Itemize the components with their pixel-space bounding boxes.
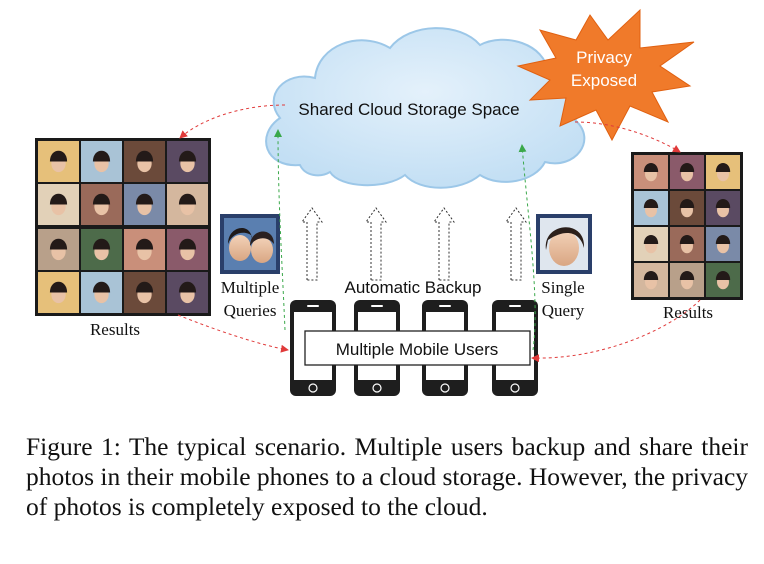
upload-arrow [365,207,387,281]
hair-shape [715,235,731,244]
hair-shape [135,238,154,250]
backup-label: Automatic Backup [344,278,481,297]
figure-caption: Figure 1: The typical scenario. Multiple… [26,432,749,521]
upload-arrow [505,207,527,281]
hair-shape [49,193,68,205]
red-flow-arrows [177,104,701,363]
hair-shape [135,281,154,293]
hair-shape [178,193,197,205]
backup-arrows [301,207,527,281]
left-results-grid [35,138,211,316]
hair-shape [92,238,111,250]
left-queries-line1: Multiple [221,278,280,297]
hair-shape [679,235,695,244]
multiple-queries-image [220,214,280,274]
privacy-burst [516,8,695,142]
right-query-line2: Query [542,301,585,320]
upload-arrow [301,207,323,281]
hair-shape [49,150,68,162]
users-box [304,330,531,366]
hair-shape [715,199,731,208]
hair-shape [715,271,731,280]
hair-shape [49,238,68,250]
hair-shape [49,281,68,293]
hair-shape [715,163,731,172]
left-results-label: Results [90,320,140,339]
hair-shape [135,150,154,162]
cloud-label: Shared Cloud Storage Space [298,100,519,119]
hair-shape [92,193,111,205]
right-query-line1: Single [541,278,584,297]
hair-shape [679,199,695,208]
right-results-grid [631,152,743,300]
scenario-diagram: Shared Cloud Storage Space Privacy Expos… [35,8,743,396]
hair-shape [135,193,154,205]
privacy-label-line2: Exposed [571,71,637,90]
hair-shape [643,163,659,172]
hair-shape [643,235,659,244]
left-queries-line2: Queries [224,301,277,320]
hair-shape [679,271,695,280]
privacy-label-line1: Privacy [576,48,632,67]
right-results-label: Results [663,303,713,322]
single-query-image [536,214,592,274]
upload-arrow [433,207,455,281]
hair-shape [92,281,111,293]
hair-shape [643,271,659,280]
hair-shape [178,238,197,250]
hair-shape [178,281,197,293]
hair-shape [92,150,111,162]
hair-shape [679,163,695,172]
users-label: Multiple Mobile Users [336,340,499,359]
green-flow-arrows [274,129,536,351]
hair-shape [643,199,659,208]
hair-shape [178,150,197,162]
